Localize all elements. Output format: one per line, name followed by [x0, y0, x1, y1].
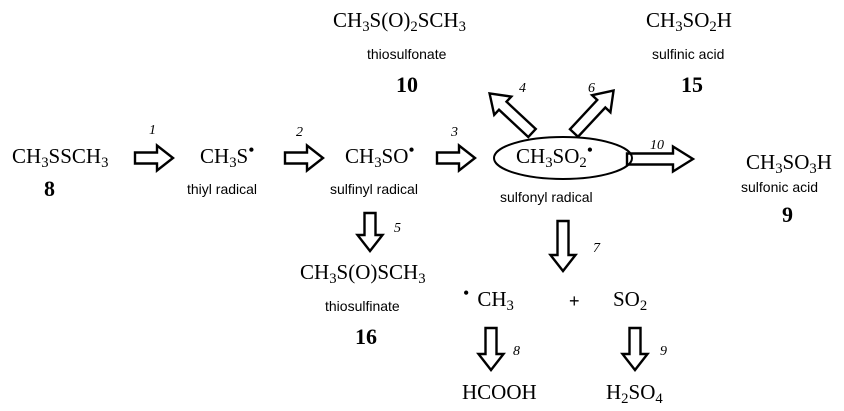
step-label-2: 2 — [296, 125, 303, 140]
arrow-step-2-icon — [283, 143, 325, 173]
thiosulfonate-number: 10 — [396, 72, 418, 97]
sulfonyl-name: sulfonyl radical — [500, 189, 593, 205]
thiosulfinate-name: thiosulfinate — [325, 298, 400, 314]
sulfinic-name: sulfinic acid — [652, 46, 725, 62]
step-label-6: 6 — [588, 81, 595, 96]
formic-acid-formula: HCOOH — [462, 380, 537, 404]
thiyl-name: thiyl radical — [187, 181, 258, 197]
sulfinic-number: 15 — [681, 72, 703, 97]
radical-dot: • — [586, 139, 594, 160]
arrow-step-1-icon — [133, 143, 175, 173]
arrow-step-4-icon — [488, 92, 538, 139]
sulfinic-formula: CH3SO2H — [646, 8, 732, 36]
sulfuric-acid-formula: H2SO4 — [606, 380, 663, 408]
arrow-step-7-icon — [548, 219, 578, 273]
step-label-5: 5 — [394, 221, 401, 236]
sulfinyl-formula: CH3SO• — [345, 139, 415, 172]
methyl-formula: •CH3 — [463, 282, 514, 315]
dmds-formula: CH3SSCH3 — [12, 144, 109, 172]
sulfonyl-highlight-ellipse — [493, 136, 633, 180]
sulfinyl-name: sulfinyl radical — [330, 181, 418, 197]
radical-dot: • — [248, 139, 255, 160]
sulfonic-formula: CH3SO3H — [746, 150, 832, 178]
sulfonic-name: sulfonic acid — [741, 179, 819, 195]
arrow-step-3-icon — [435, 143, 477, 173]
step-label-8: 8 — [513, 344, 520, 359]
arrow-step-9-icon — [620, 326, 650, 372]
radical-dot: • — [463, 282, 470, 303]
step-label-4: 4 — [519, 81, 526, 96]
step-label-9: 9 — [660, 344, 667, 359]
step-label-3: 3 — [451, 125, 458, 140]
thiosulfinate-formula: CH3S(O)SCH3 — [300, 260, 426, 288]
sulfonyl-formula: CH3SO2• — [516, 139, 594, 172]
sulfonic-number: 9 — [782, 202, 793, 227]
dmds-number: 8 — [44, 176, 55, 201]
so2-formula: SO2 — [613, 287, 648, 315]
thiosulfonate-formula: CH3S(O)2SCH3 — [333, 8, 466, 36]
arrow-step-6-icon — [568, 89, 615, 139]
thiosulfinate-number: 16 — [355, 324, 377, 349]
arrow-step-10-icon — [625, 144, 696, 174]
thiyl-formula: CH3S• — [200, 139, 255, 172]
thiosulfonate-name: thiosulfonate — [367, 46, 447, 62]
step-label-10: 10 — [650, 138, 664, 153]
step-label-7: 7 — [593, 241, 600, 256]
arrow-step-5-icon — [355, 211, 385, 253]
radical-dot: • — [408, 139, 415, 160]
plus-sign: + — [569, 291, 580, 311]
step-label-1: 1 — [149, 123, 156, 138]
arrow-step-8-icon — [476, 326, 506, 372]
